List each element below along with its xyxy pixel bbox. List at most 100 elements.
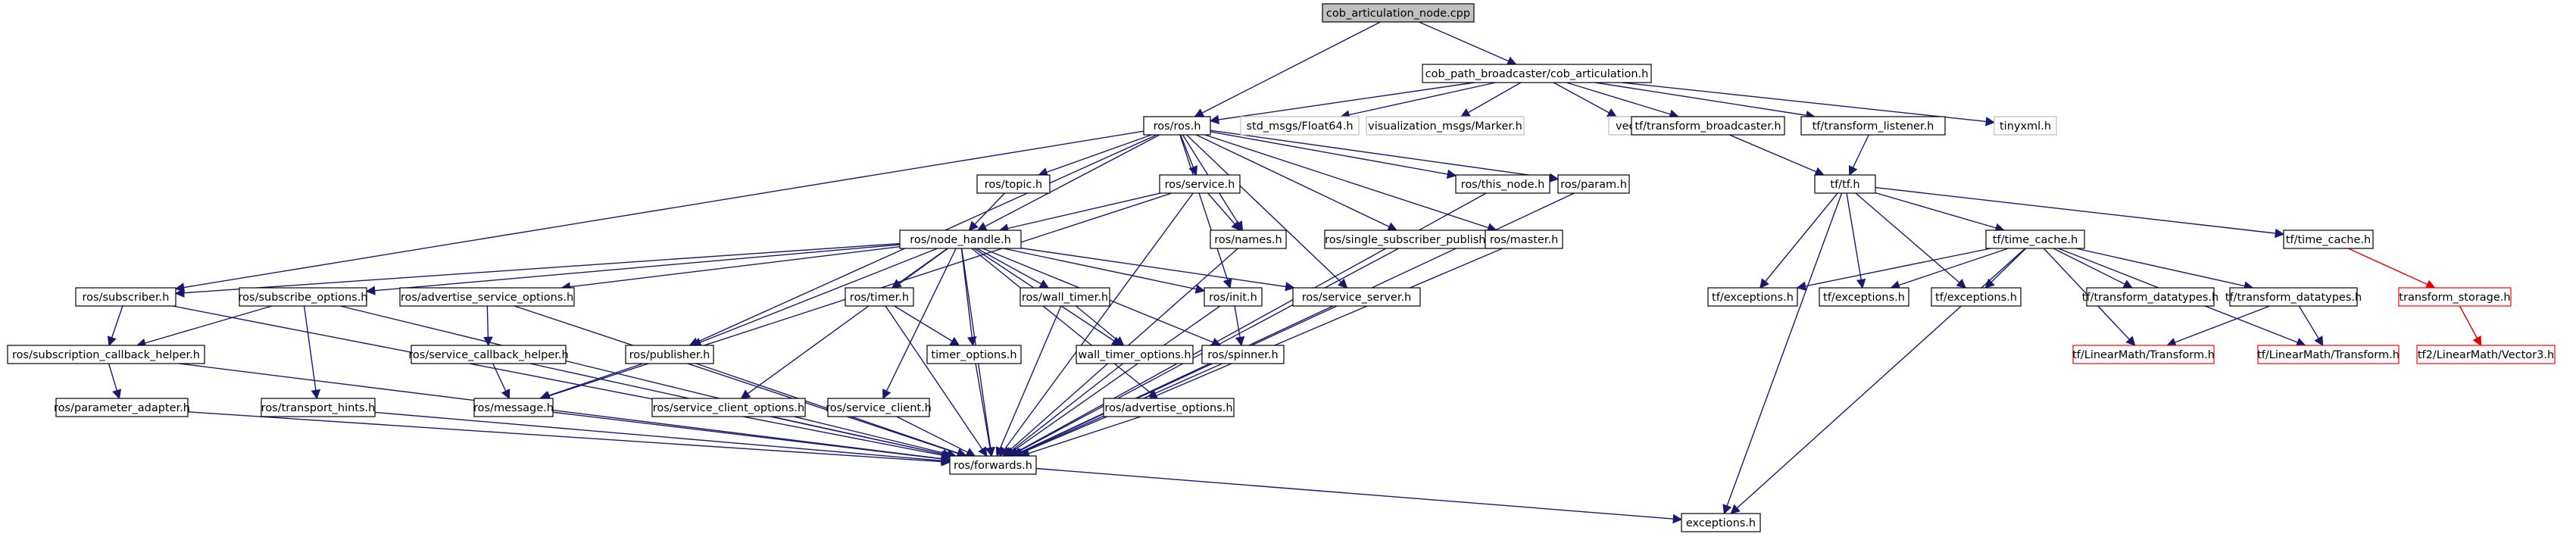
node-timer_options[interactable]: timer_options.h bbox=[926, 345, 1022, 364]
node-label: tinyxml.h bbox=[2000, 120, 2051, 133]
node-label: ros/service_client.h bbox=[826, 402, 932, 414]
node-ros_adv_srv_opts[interactable]: ros/advertise_service_options.h bbox=[399, 287, 575, 307]
node-ros_message[interactable]: ros/message.h bbox=[473, 398, 554, 417]
node-tf_exc1[interactable]: tf/exceptions.h bbox=[1707, 287, 1798, 307]
node-box bbox=[1159, 174, 1241, 194]
node-ros_topic[interactable]: ros/topic.h bbox=[976, 174, 1051, 194]
include-edge-ros_node_handle-to-ros_adv_opts bbox=[971, 248, 1159, 399]
node-exceptions_h[interactable]: exceptions.h bbox=[1681, 513, 1761, 532]
node-box bbox=[1985, 229, 2085, 249]
node-box bbox=[239, 287, 367, 307]
node-box bbox=[1485, 229, 1563, 249]
node-ros_param[interactable]: ros/param.h bbox=[1557, 174, 1630, 194]
node-label: tf/transform_datatypes.h bbox=[2225, 292, 2362, 304]
node-label: ros/node_handle.h bbox=[910, 234, 1011, 246]
node-ros_ssp[interactable]: ros/single_subscriber_publisher.h bbox=[1324, 229, 1507, 249]
include-edge-ros_node_handle-to-ros_srv_client_opts bbox=[740, 248, 948, 399]
edges-layer bbox=[107, 21, 2482, 524]
node-label: transform_storage.h bbox=[2399, 292, 2510, 304]
include-edge-ros_ros-to-ros_topic bbox=[1038, 134, 1152, 177]
node-tinyxml[interactable]: tinyxml.h bbox=[1994, 116, 2057, 136]
node-ros_master[interactable]: ros/master.h bbox=[1485, 229, 1563, 249]
node-tf_listen[interactable]: tf/transform_listener.h bbox=[1800, 116, 1946, 136]
include-edge-ros_transport_hints-to-ros_forwards bbox=[374, 411, 951, 466]
include-edge-ros_forwards-to-exceptions_h bbox=[1035, 467, 1683, 524]
node-box bbox=[55, 398, 189, 417]
node-time_cache_h[interactable]: tf/time_cache.h bbox=[2283, 229, 2374, 249]
node-tf_tf[interactable]: tf/tf.h bbox=[1814, 174, 1876, 194]
node-ros_ros[interactable]: ros/ros.h bbox=[1143, 116, 1211, 136]
include-edge-ros_adv_srv_opts-to-ros_forwards bbox=[514, 305, 967, 458]
include-edge-ros_wall_timer-to-ros_forwards bbox=[995, 305, 1062, 457]
node-ros_timer[interactable]: ros/timer.h bbox=[845, 287, 914, 307]
include-edge-ros_topic-to-ros_node_handle bbox=[968, 192, 1005, 231]
include-edge-ros_service-to-ros_node_handle bbox=[998, 192, 1161, 233]
node-label: ros/advertise_service_options.h bbox=[401, 292, 573, 304]
include-edge-ros_ros-to-ros_master bbox=[1204, 134, 1497, 233]
node-ros_adv_opts[interactable]: ros/advertise_options.h bbox=[1103, 398, 1235, 417]
include-edge-ros_srv_cb_helper-to-ros_message bbox=[492, 363, 511, 400]
node-label: tf/LinearMath/Transform.h bbox=[2072, 349, 2215, 361]
node-cob_art_h[interactable]: cob_path_broadcaster/cob_articulation.h bbox=[1422, 64, 1652, 83]
include-edge-cob_art_h-to-tf_listen bbox=[1595, 82, 1816, 120]
node-label: ros/publisher.h bbox=[629, 349, 710, 361]
node-ros_spinner[interactable]: ros/spinner.h bbox=[1201, 345, 1285, 364]
node-label: ros/parameter_adapter.h bbox=[54, 402, 190, 414]
node-ros_subscriber[interactable]: ros/subscriber.h bbox=[75, 287, 176, 307]
node-box bbox=[1422, 64, 1652, 83]
node-box bbox=[2416, 345, 2556, 364]
include-edge-tf_listen-to-tf_tf bbox=[1848, 134, 1869, 176]
node-ros_transport_hints[interactable]: ros/transport_hints.h bbox=[261, 398, 376, 417]
node-box bbox=[1707, 287, 1798, 307]
node-transform_storage[interactable]: transform_storage.h bbox=[2398, 287, 2512, 307]
node-tf2_vector3[interactable]: tf2/LinearMath/Vector3.h bbox=[2416, 345, 2556, 364]
node-ros_srv_server[interactable]: ros/service_server.h bbox=[1292, 287, 1421, 307]
node-marker[interactable]: visualization_msgs/Marker.h bbox=[1366, 116, 1525, 136]
node-ros_names[interactable]: ros/names.h bbox=[1210, 229, 1287, 249]
node-tf_bcast[interactable]: tf/transform_broadcaster.h bbox=[1631, 116, 1785, 136]
node-box bbox=[1143, 116, 1211, 136]
node-label: ros/subscriber.h bbox=[83, 292, 170, 304]
include-edge-tf_bcast-to-tf_tf bbox=[1728, 134, 1825, 176]
node-wall_timer_options[interactable]: wall_timer_options.h bbox=[1076, 345, 1194, 364]
node-ros_param_adapter[interactable]: ros/parameter_adapter.h bbox=[54, 398, 190, 417]
include-edge-ros_node_handle-to-ros_sub_opts bbox=[365, 244, 901, 295]
node-tf_tdt1[interactable]: tf/transform_datatypes.h bbox=[2082, 287, 2218, 307]
node-label: ros/master.h bbox=[1490, 234, 1559, 246]
node-float64[interactable]: std_msgs/Float64.h bbox=[1240, 116, 1360, 136]
include-edge-ros_sub_opts-to-ros_transport_hints bbox=[303, 305, 321, 400]
include-edge-transform_storage-to-tf2_vector3 bbox=[2459, 305, 2482, 347]
node-box bbox=[1201, 345, 1285, 364]
node-ros_sub_opts[interactable]: ros/subscribe_options.h bbox=[239, 287, 368, 307]
node-ros_init[interactable]: ros/init.h bbox=[1204, 287, 1263, 307]
node-lm_transform1[interactable]: tf/LinearMath/Transform.h bbox=[2072, 345, 2215, 364]
node-ros_srv_cb_helper[interactable]: ros/service_callback_helper.h bbox=[408, 345, 569, 364]
node-label: wall_timer_options.h bbox=[1078, 349, 1191, 361]
node-ros_forwards[interactable]: ros/forwards.h bbox=[949, 455, 1037, 475]
include-edge-ros_subscriber-to-ros_sub_cb_helper bbox=[107, 305, 123, 347]
node-label: ros/timer.h bbox=[850, 292, 909, 304]
node-ros_publisher[interactable]: ros/publisher.h bbox=[625, 345, 714, 364]
node-label: ros/advertise_options.h bbox=[1104, 402, 1232, 414]
include-edge-timer_options-to-ros_forwards bbox=[975, 363, 995, 457]
node-ros_service[interactable]: ros/service.h bbox=[1159, 174, 1241, 194]
node-tf_time_cache[interactable]: tf/time_cache.h bbox=[1985, 229, 2085, 249]
node-label: timer_options.h bbox=[931, 349, 1016, 361]
node-ros_this_node[interactable]: ros/this_node.h bbox=[1455, 174, 1550, 194]
include-edge-tf_tf-to-time_cache_h bbox=[1875, 186, 2285, 239]
node-ros_srv_client_opts[interactable]: ros/service_client_options.h bbox=[651, 398, 806, 417]
node-tf_exc3[interactable]: tf/exceptions.h bbox=[1931, 287, 2022, 307]
node-label: ros/service.h bbox=[1165, 179, 1235, 191]
node-ros_srv_client[interactable]: ros/service_client.h bbox=[826, 398, 932, 417]
node-ros_node_handle[interactable]: ros/node_handle.h bbox=[899, 229, 1022, 249]
node-ros_wall_timer[interactable]: ros/wall_timer.h bbox=[1019, 287, 1110, 307]
include-edge-ros_ros-to-ros_init bbox=[1179, 134, 1232, 289]
node-tf_exc2[interactable]: tf/exceptions.h bbox=[1819, 287, 1909, 307]
node-tf_tdt2[interactable]: tf/transform_datatypes.h bbox=[2225, 287, 2362, 307]
node-lm_transform2[interactable]: tf/LinearMath/Transform.h bbox=[2257, 345, 2400, 364]
node-ros_sub_cb_helper[interactable]: ros/subscription_callback_helper.h bbox=[7, 345, 205, 364]
node-box bbox=[1322, 3, 1475, 23]
node-box bbox=[1076, 345, 1194, 364]
include-edge-root-to-cob_art_h bbox=[1419, 21, 1517, 66]
node-label: ros/wall_timer.h bbox=[1022, 292, 1108, 304]
